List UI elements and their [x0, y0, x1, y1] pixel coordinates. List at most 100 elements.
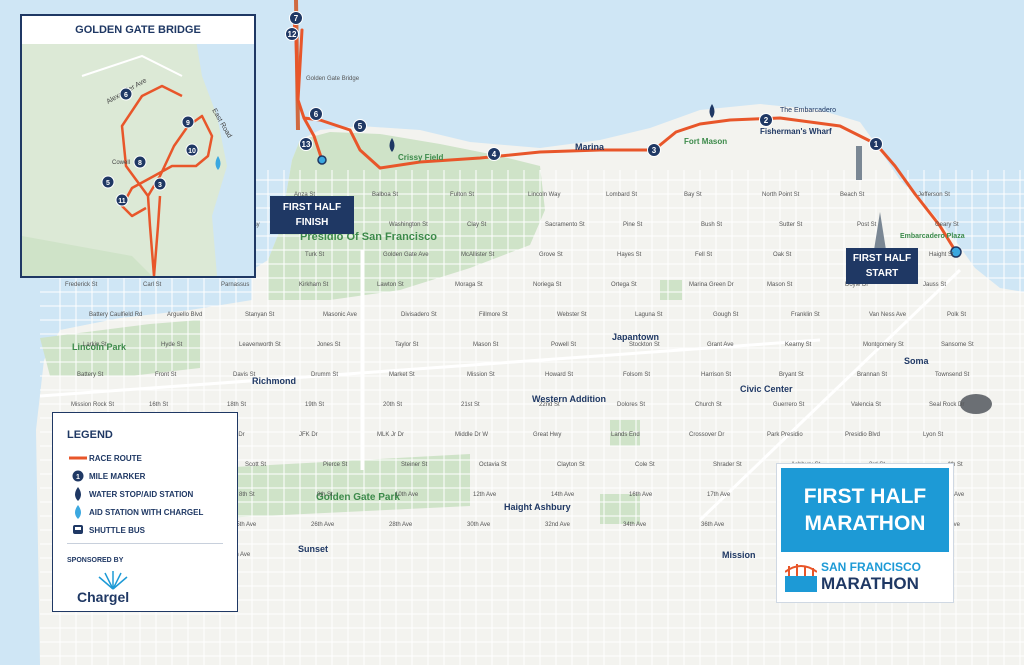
market-st	[698, 268, 962, 522]
inset-mile-marker-3[interactable]: 3	[153, 177, 167, 191]
legend-item-race-route: RACE ROUTE	[67, 451, 142, 465]
lafayette-park	[660, 280, 682, 300]
start-point[interactable]	[950, 246, 962, 258]
street-label: 16th St	[149, 402, 168, 408]
street-label: Folsom St	[623, 372, 650, 378]
inset-mile-marker-6[interactable]: 6	[119, 87, 133, 101]
legend-item-shuttle: SHUTTLE BUS	[67, 523, 145, 537]
mile-marker-icon	[289, 11, 303, 25]
water-stops	[317, 104, 962, 258]
label-the-embarcadero: The Embarcadero	[780, 107, 836, 114]
mile-marker-icon: 1	[72, 470, 84, 482]
street-label: Sutter St	[779, 222, 803, 228]
inset-mile-marker-5[interactable]: 5	[101, 175, 115, 189]
sponsor-name[interactable]: Chargel	[77, 589, 130, 605]
mile-marker-2[interactable]: 2	[759, 113, 773, 127]
street-label: Beach St	[840, 192, 865, 198]
mile-marker-icon	[133, 155, 147, 169]
street-label: 30th Ave	[467, 522, 491, 528]
street-label: Market St	[389, 372, 415, 378]
street-label: Ortega St	[611, 282, 637, 288]
inset-mile-marker-8[interactable]: 8	[133, 155, 147, 169]
sf-marathon-logo-icon	[785, 564, 817, 592]
mile-marker-13[interactable]: 13	[299, 137, 313, 151]
water-drop-icon[interactable]	[389, 138, 395, 152]
water-drop-icon	[75, 487, 81, 501]
alamo-square	[610, 420, 640, 446]
mile-marker-12[interactable]: 12	[285, 27, 299, 41]
ballpark-icon	[960, 394, 992, 414]
mile-marker-3[interactable]: 3	[647, 143, 661, 157]
mile-marker-1[interactable]: 1	[869, 137, 883, 151]
legend-item-water-stop: WATER STOP/AID STATION	[67, 487, 193, 501]
street-label: Scott St	[245, 462, 266, 468]
mile-marker-label: 5	[106, 180, 110, 187]
street-label: Mason St	[767, 282, 793, 288]
street-label: Battery St	[77, 372, 104, 378]
street-label: Great Hwy	[533, 432, 561, 438]
street-label: Clay St	[467, 222, 487, 228]
street-label: 32nd Ave	[545, 522, 571, 528]
street-label: Fillmore St	[479, 312, 508, 318]
street-label: 10th Ave	[395, 492, 419, 498]
street-label: Lombard St	[606, 192, 637, 198]
mile-marker-label: 3	[158, 182, 162, 189]
street-label: Brannan St	[857, 372, 887, 378]
street-label: Octavia St	[479, 462, 507, 468]
mile-marker-icon	[185, 143, 199, 157]
golden-gate-inset[interactable]: Alexander Ave East Road Cowell 568910113…	[20, 14, 256, 278]
mile-marker-label: 7	[294, 14, 299, 23]
label-crissy-field: Crissy Field	[398, 153, 443, 162]
inset-mile-marker-10[interactable]: 10	[185, 143, 199, 157]
street-label: 14th Ave	[551, 492, 575, 498]
place-labels: Crissy Field Presidio Of San Francisco L…	[72, 76, 965, 560]
street-label: Powell St	[551, 342, 576, 348]
street-label: Davis St	[233, 372, 256, 378]
mile-marker-4[interactable]: 4	[487, 147, 501, 161]
street-label: Lawton St	[377, 282, 404, 288]
street-label: Franklin St	[791, 312, 820, 318]
street-label: MLK Jr Dr	[377, 432, 404, 438]
street-label: Montgomery St	[863, 342, 904, 348]
mile-marker-label: 5	[358, 122, 363, 131]
transamerica-pyramid-icon	[874, 212, 886, 250]
mile-marker-icon	[647, 143, 661, 157]
legend-panel: LEGEND RACE ROUTE 1 MILE MARKER WATER ST…	[52, 412, 238, 612]
mile-marker-6[interactable]: 6	[309, 107, 323, 121]
mile-marker-5[interactable]: 5	[353, 119, 367, 133]
street-label: Frederick St	[65, 282, 98, 288]
mile-marker-icon	[487, 147, 501, 161]
label-presidio: Presidio Of San Francisco	[300, 231, 437, 243]
street-label: Bay St	[684, 192, 702, 198]
inset-mile-marker-11[interactable]: 11	[115, 193, 129, 207]
mile-marker-icon	[353, 119, 367, 133]
chargel-logo-icon	[98, 571, 128, 590]
mile-marker-label: 6	[124, 92, 128, 99]
finish-point[interactable]	[317, 155, 327, 165]
finish-label: FIRST HALF FINISH	[282, 202, 342, 228]
water-drop-icon[interactable]	[215, 156, 221, 170]
street-label: Anza St	[294, 192, 315, 198]
street-label: Divisadero St	[401, 312, 437, 318]
street-label: Laguna St	[635, 312, 663, 318]
street-label: Hyde St	[161, 342, 183, 348]
mile-marker-7[interactable]: 7	[289, 11, 303, 25]
mile-marker-label: 8	[138, 160, 142, 167]
mile-marker-label: 11	[118, 198, 126, 205]
street-label: Fell St	[695, 252, 712, 258]
street-label: Harrison St	[701, 372, 731, 378]
street-label: Mission St	[467, 372, 495, 378]
inset-road	[81, 54, 183, 77]
water-drop-icon[interactable]	[709, 104, 715, 118]
street-label: Church St	[695, 402, 722, 408]
mile-marker-label: 4	[492, 150, 497, 159]
first-half-finish-callout: FIRST HALF FINISH	[270, 196, 354, 234]
start-label: FIRST HALF START	[852, 253, 912, 279]
mile-marker-icon	[869, 137, 883, 151]
inset-mile-marker-9[interactable]: 9	[181, 115, 195, 129]
street-label: Lands End	[611, 432, 640, 438]
street-label: Grant Ave	[707, 342, 734, 348]
inset-title: GOLDEN GATE BRIDGE	[22, 16, 254, 44]
street-label: Sacramento St	[545, 222, 585, 228]
street-label: 9th St	[317, 492, 333, 498]
